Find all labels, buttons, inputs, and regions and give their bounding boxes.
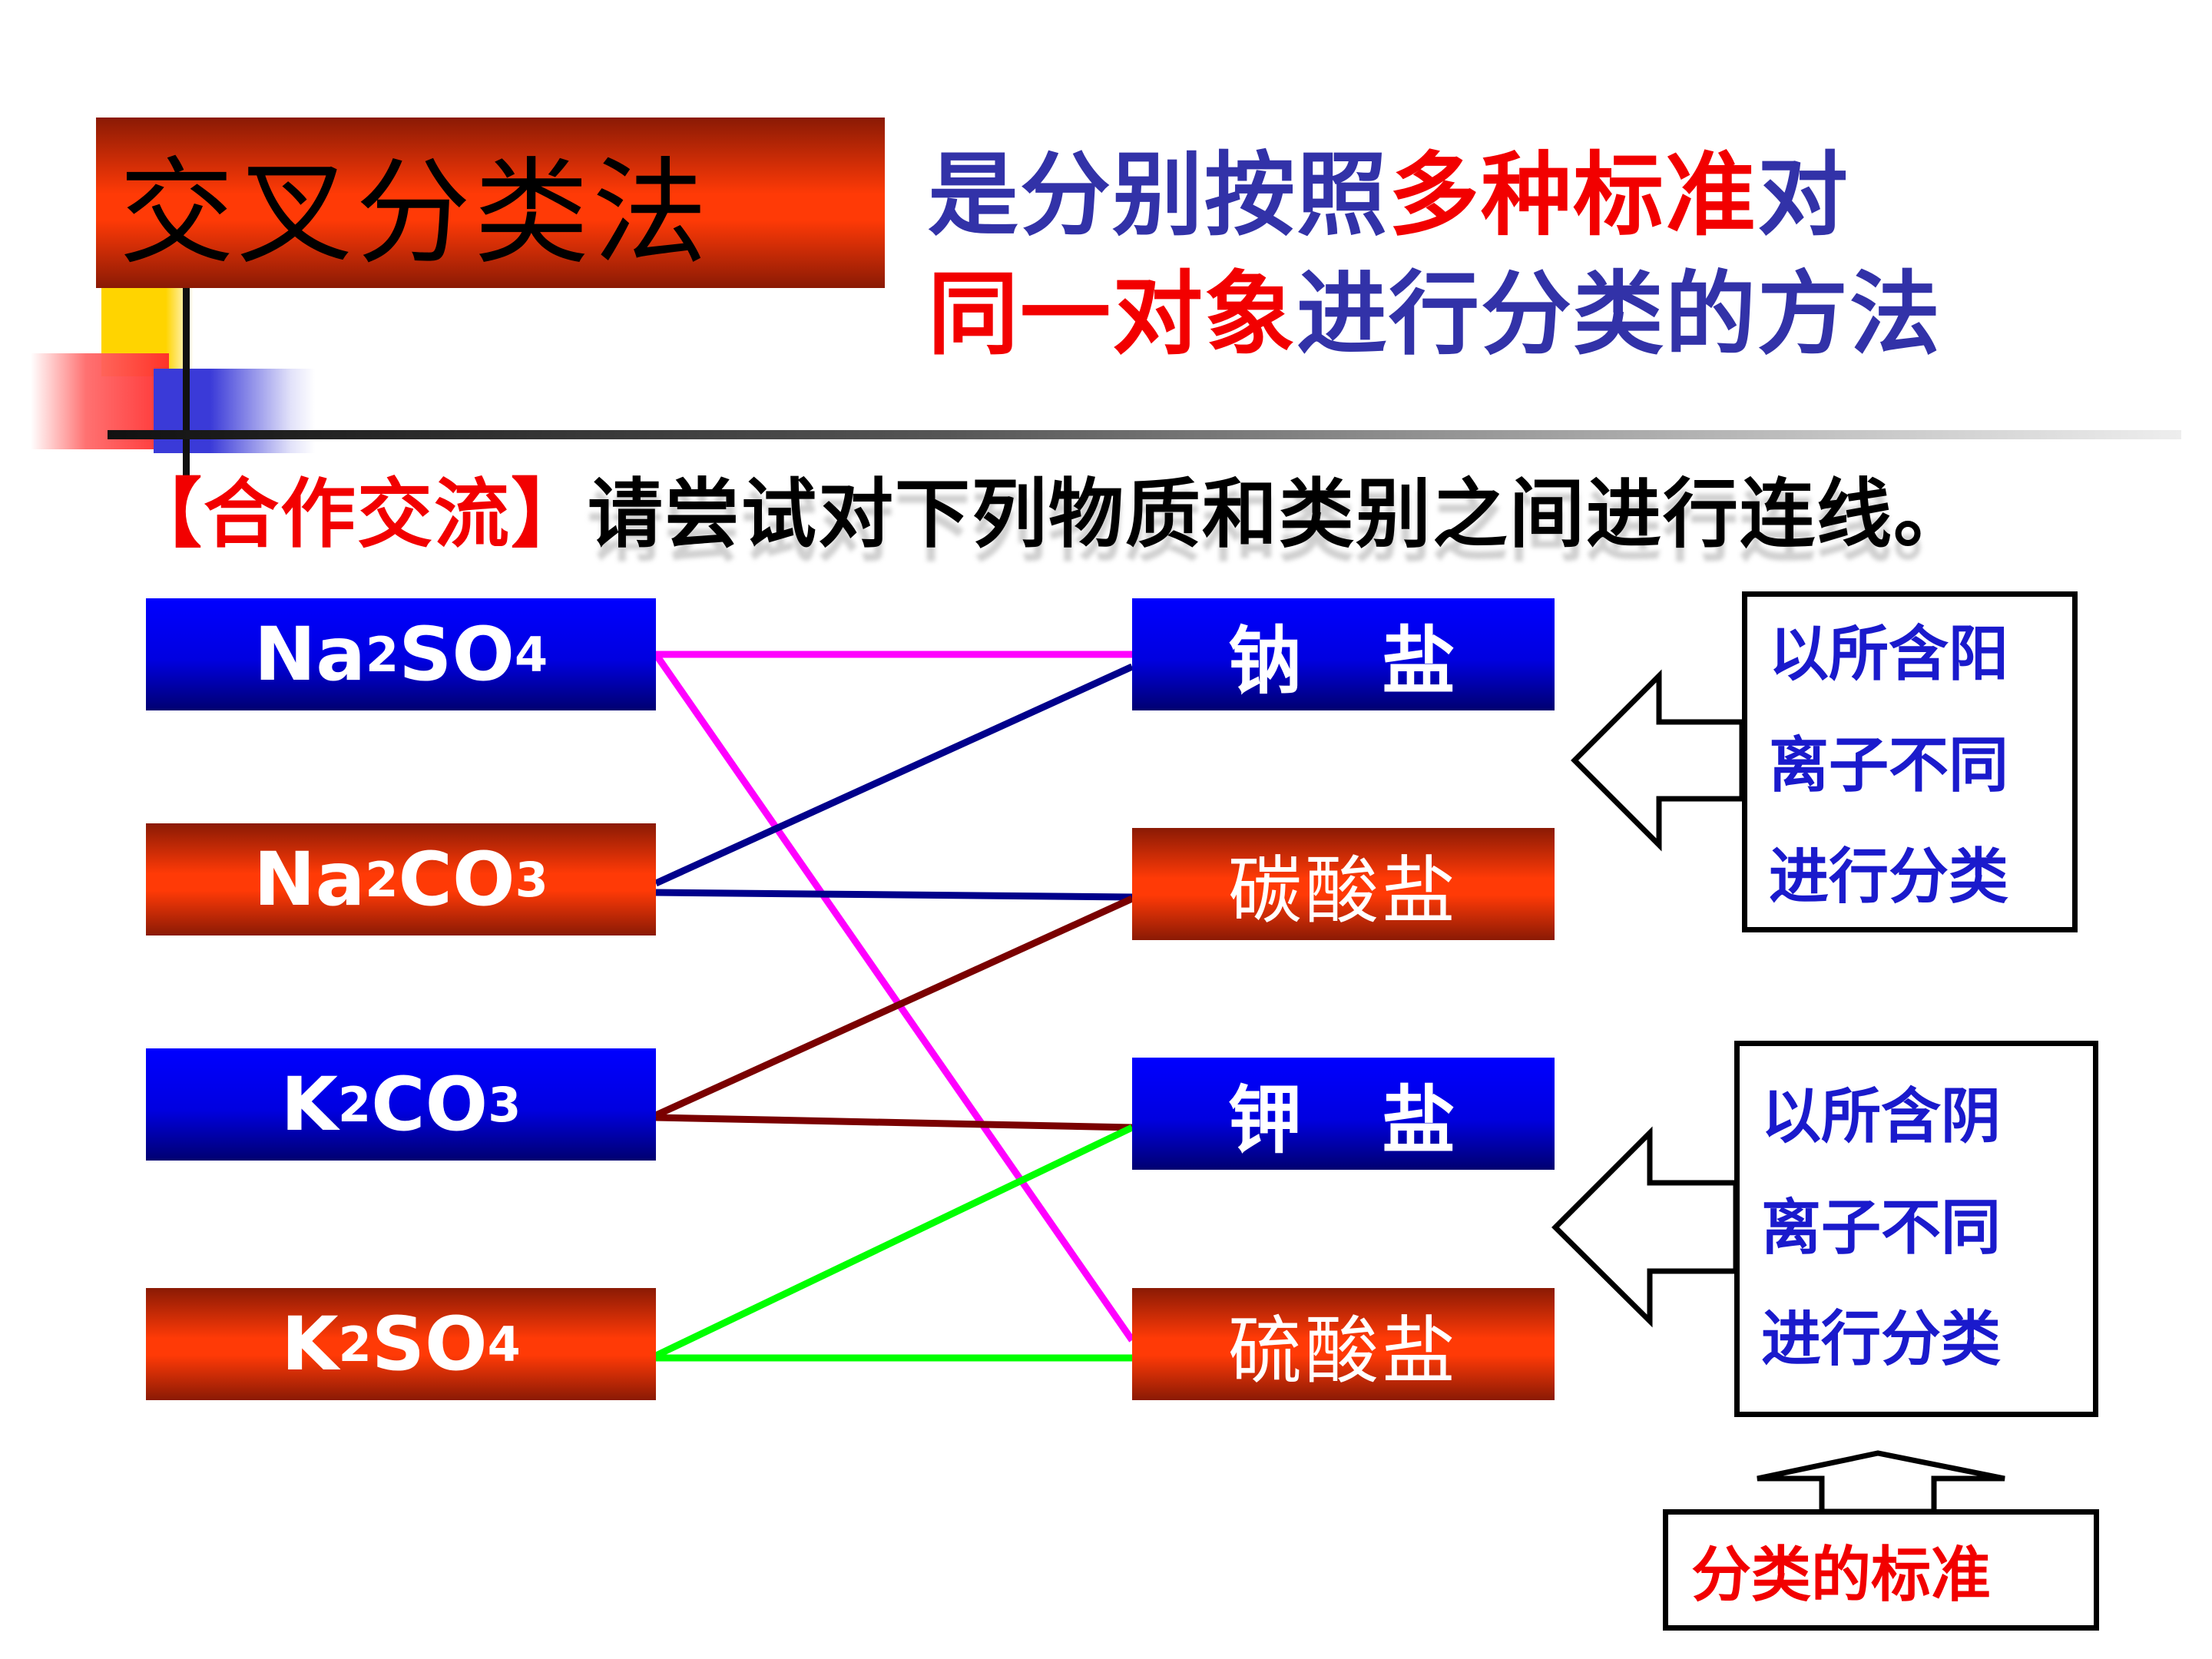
standard-label: 分类的标准 [1691, 1541, 1992, 1610]
link-k2so4-potassium-salt [654, 1124, 1134, 1359]
note-line: 以所含阳 [1769, 620, 2009, 689]
category-box-potassium-salt[interactable]: 钾 盐 [1132, 1058, 1555, 1170]
category-box-sulfate[interactable]: 硫酸盐 [1132, 1288, 1555, 1400]
decor-vertical-line [183, 273, 190, 476]
note-box-cation: 以所含阳 离子不同 进行分类 [1742, 591, 2078, 932]
definition-text: 是分别按照 [928, 142, 1389, 248]
formula-subscript: 2 [366, 626, 399, 683]
definition-highlight: 多种标准 [1389, 142, 1758, 248]
formula-subscript: 4 [487, 1316, 521, 1373]
up-arrow-icon [1757, 1450, 2005, 1515]
definition-line-2: 同一对象进行分类的方法 [928, 269, 1942, 359]
formula-group: SO [399, 611, 515, 697]
link-na2co3-sodium-salt [654, 663, 1134, 887]
note-line: 离子不同 [1769, 731, 2009, 800]
note-box-anion: 以所含阴 离子不同 进行分类 [1734, 1041, 2098, 1417]
definition-text: 对 [1757, 142, 1850, 248]
formula-element: K [280, 1061, 339, 1147]
formula-group: CO [398, 836, 515, 922]
formula-subscript: 4 [514, 626, 548, 683]
category-label: 钾 盐 [1228, 1077, 1459, 1164]
note-line: 进行分类 [1769, 843, 2009, 912]
formula-subscript: 2 [338, 1076, 372, 1133]
standard-box: 分类的标准 [1663, 1509, 2099, 1631]
formula-element: K [281, 1301, 339, 1387]
formula-group: CO [371, 1061, 488, 1147]
category-label: 碳酸盐 [1228, 847, 1459, 934]
formula-subscript: 2 [365, 851, 399, 908]
definition-text: 进行分类的方法 [1296, 261, 1942, 367]
cooperation-line: 【合作交流】请尝试对下列物质和类别之间进行连线。 [127, 453, 1970, 562]
note-line: 进行分类 [1761, 1305, 2002, 1374]
page-title: 交叉分类法 [119, 146, 711, 280]
link-na2so4-sulfate [653, 652, 1135, 1343]
note-line: 以所含阴 [1761, 1082, 2002, 1151]
formula-group: SO [371, 1301, 488, 1387]
left-arrow-icon [1551, 1126, 1739, 1328]
decor-horizontal-line [108, 430, 2181, 439]
formula-subscript: 3 [488, 1076, 522, 1133]
link-k2co3-carbonate [654, 895, 1134, 1119]
formula-subscript: 2 [338, 1316, 372, 1373]
cooperation-instruction: 请尝试对下列物质和类别之间进行连线。 [588, 471, 1971, 558]
link-na2co3-carbonate [655, 889, 1133, 901]
link-k2co3-potassium-salt [655, 1114, 1133, 1131]
definition-highlight: 同一对象 [928, 261, 1297, 367]
formula-element: Na [253, 836, 366, 922]
formula-element: Na [253, 611, 366, 697]
category-box-carbonate[interactable]: 碳酸盐 [1132, 828, 1555, 940]
definition-line-1: 是分别按照多种标准对 [928, 150, 1849, 240]
category-label: 硫酸盐 [1228, 1307, 1459, 1394]
category-box-sodium-salt[interactable]: 钠 盐 [1132, 598, 1555, 710]
category-label: 钠 盐 [1228, 618, 1459, 704]
cooperation-tag: 【合作交流】 [127, 471, 588, 558]
note-line: 离子不同 [1761, 1194, 2002, 1263]
left-arrow-icon [1571, 669, 1745, 852]
title-box: 交叉分类法 [96, 118, 885, 288]
formula-subscript: 3 [515, 851, 548, 908]
